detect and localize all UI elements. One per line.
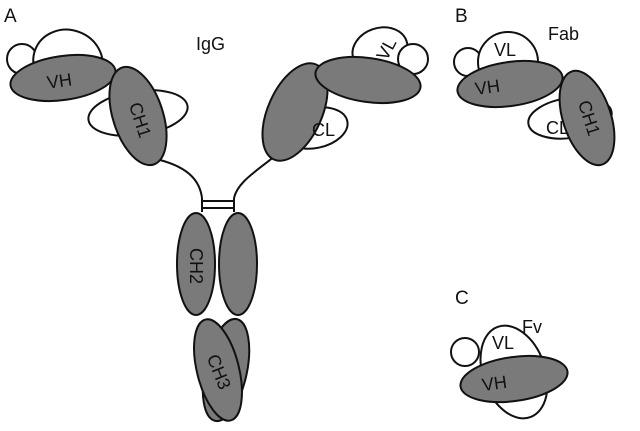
fab-ch1-domain: [558, 69, 616, 167]
fv-vl-label: VL: [492, 333, 514, 353]
hinge-left-line: [159, 159, 203, 199]
fv-vh-domain: [459, 354, 569, 404]
fv-title: Fv: [522, 317, 542, 337]
panel-a: A IgG VH CH1 CL VL CH2 CH3: [4, 6, 429, 423]
ch2-label: CH2: [186, 248, 206, 284]
left-vh-label: VH: [46, 69, 74, 92]
ch2-domain-left: [176, 212, 216, 316]
right-vh-domain: [314, 55, 422, 105]
ch2-domain-right: [218, 212, 258, 316]
igg-title: IgG: [196, 34, 225, 54]
panel-c: C Fv VL VH: [450, 288, 569, 420]
fab-cl-label: CL: [546, 118, 569, 138]
right-cl-label: CL: [312, 120, 335, 140]
left-vh-domain: [9, 53, 117, 103]
ch3-domain-front: [193, 318, 243, 422]
left-ch1-domain: [108, 65, 168, 167]
fab-vh-label: VH: [474, 76, 502, 99]
fab-vh-domain: [456, 59, 564, 109]
right-ch1-domain: [261, 62, 329, 162]
panel-b: B Fab VL VH CL CH1: [453, 6, 616, 167]
panel-c-letter: C: [455, 288, 469, 309]
fab-vl-label: VL: [494, 40, 516, 60]
fv-vh-label: VH: [481, 372, 509, 395]
panel-a-letter: A: [4, 6, 17, 27]
panel-b-letter: B: [455, 6, 468, 27]
fab-title: Fab: [548, 24, 579, 44]
fv-antigen-circle: [450, 337, 480, 367]
